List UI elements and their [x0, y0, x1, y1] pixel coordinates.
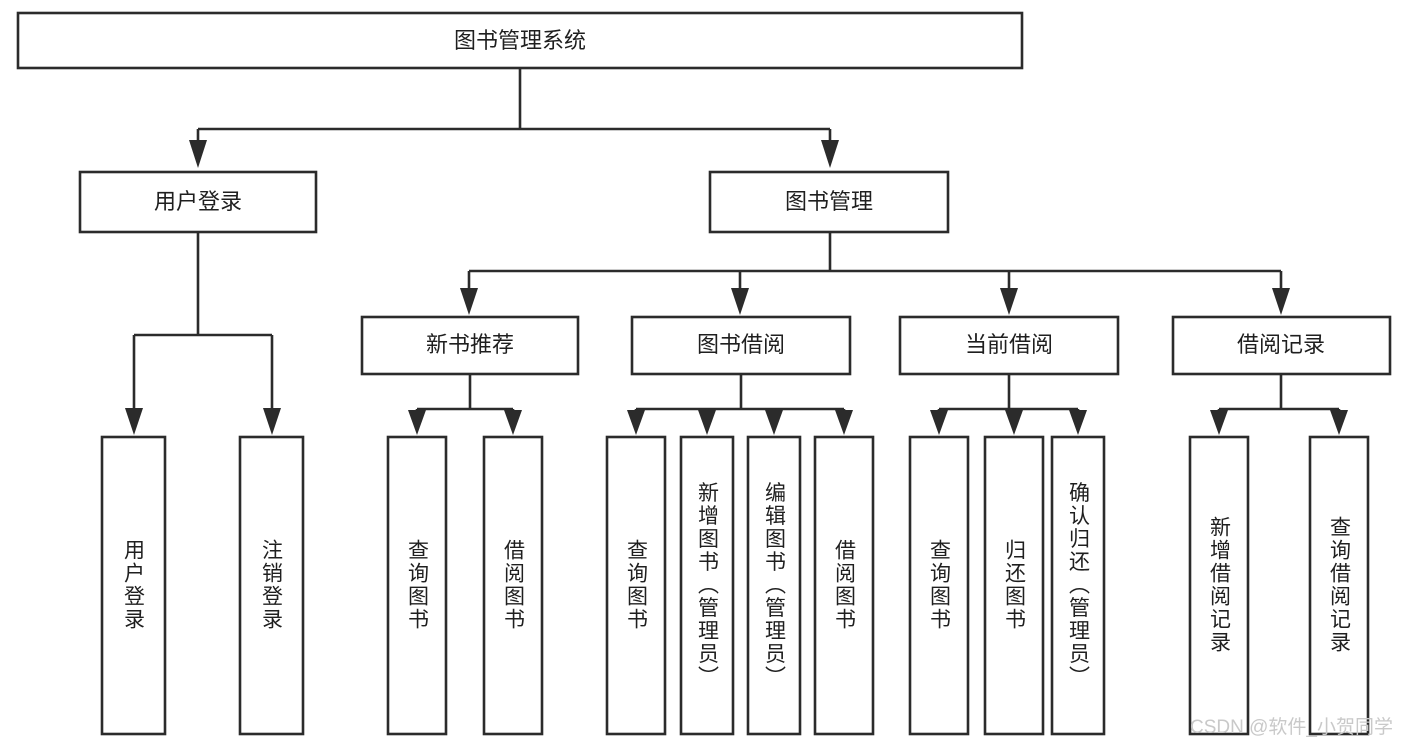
leaf-query-book-current-label: 查询图书	[928, 539, 952, 631]
leaf-edit-book-box[interactable]	[746, 435, 802, 736]
connector-layer	[125, 68, 1348, 435]
arrow-head-leaf-add-record	[1210, 410, 1228, 435]
arrow-head-leaf-borrow-book-brw	[835, 410, 853, 435]
leaf-return-book-label: 归还图书	[1003, 539, 1027, 631]
leaf-edit-book[interactable]: 编辑图书（管理员）	[746, 435, 802, 736]
leaf-query-book-borrow-label: 查询图书	[625, 539, 649, 631]
leaf-confirm-return-label: 确认归还（管理员）	[1067, 482, 1091, 689]
leaf-logout-login-label: 注销登录	[260, 539, 284, 631]
leaf-add-borrow-record-label: 新增借阅记录	[1208, 516, 1232, 654]
leaf-query-borrow-record-label: 查询借阅记录	[1328, 516, 1352, 654]
leaf-add-borrow-record-box[interactable]	[1188, 435, 1250, 736]
leaf-borrow-book-borrow[interactable]: 借阅图书	[813, 435, 875, 736]
leaf-query-borrow-record-box[interactable]	[1308, 435, 1370, 736]
leaf-query-book-recommend[interactable]: 查询图书	[386, 435, 448, 736]
arrow-head-currentborrow	[1000, 288, 1018, 315]
leaf-return-book[interactable]: 归还图书	[983, 435, 1045, 736]
node-user-login-label: 用户登录	[154, 189, 242, 214]
arrow-head-leaf-query-book-cur	[930, 410, 948, 435]
node-book-borrow-box[interactable]	[630, 315, 852, 376]
leaf-add-book[interactable]: 新增图书（管理员）	[679, 435, 735, 736]
node-new-book-recommend[interactable]: 新书推荐	[360, 315, 580, 376]
leaf-return-book-box[interactable]	[983, 435, 1045, 736]
arrow-head-leaf-user-login	[125, 408, 143, 435]
arrow-head-newbook	[460, 288, 478, 315]
leaf-logout-login[interactable]: 注销登录	[238, 435, 305, 736]
node-root[interactable]: 图书管理系统	[16, 11, 1024, 70]
node-book-manage-label: 图书管理	[785, 189, 873, 214]
node-current-borrow[interactable]: 当前借阅	[898, 315, 1120, 376]
arrow-head-bookborrow	[731, 288, 749, 315]
leaf-query-book-borrow[interactable]: 查询图书	[605, 435, 667, 736]
leaf-query-book-recommend-label: 查询图书	[406, 539, 430, 631]
node-borrow-record-label: 借阅记录	[1237, 332, 1325, 357]
node-book-borrow-label: 图书借阅	[697, 332, 785, 357]
arrow-head-leaf-return-book	[1005, 410, 1023, 435]
arrow-head-userlogin	[189, 140, 207, 168]
arrow-head-leaf-logout-login	[263, 408, 281, 435]
leaf-borrow-book-recommend-label: 借阅图书	[502, 539, 526, 631]
arrow-head-leaf-add-book	[698, 410, 716, 435]
leaf-borrow-book-borrow-label: 借阅图书	[833, 539, 857, 631]
arrow-head-leaf-query-book-brw	[627, 410, 645, 435]
leaf-query-borrow-record[interactable]: 查询借阅记录	[1308, 435, 1370, 736]
node-new-book-recommend-box[interactable]	[360, 315, 580, 376]
leaf-add-book-label: 新增图书（管理员）	[696, 482, 720, 689]
leaf-user-login-box[interactable]	[100, 435, 167, 736]
arrow-head-leaf-borrow-book-rec	[504, 410, 522, 435]
node-book-manage[interactable]: 图书管理	[708, 170, 950, 234]
leaf-query-book-current[interactable]: 查询图书	[908, 435, 970, 736]
node-current-borrow-box[interactable]	[898, 315, 1120, 376]
arrow-head-leaf-edit-book	[765, 410, 783, 435]
node-borrow-record-box[interactable]	[1171, 315, 1392, 376]
arrow-head-leaf-confirm-return	[1069, 410, 1087, 435]
leaf-query-book-current-box[interactable]	[908, 435, 970, 736]
leaf-user-login-label: 用户登录	[122, 539, 146, 631]
node-root-label: 图书管理系统	[454, 28, 586, 53]
node-root-box[interactable]	[16, 11, 1024, 70]
arrow-head-leaf-query-book-rec	[408, 410, 426, 435]
arrow-head-leaf-query-record	[1330, 410, 1348, 435]
leaf-edit-book-label: 编辑图书（管理员）	[763, 482, 787, 689]
node-new-book-recommend-label: 新书推荐	[426, 332, 514, 357]
leaf-confirm-return-box[interactable]	[1050, 435, 1106, 736]
node-user-login-box[interactable]	[78, 170, 318, 234]
leaf-logout-login-box[interactable]	[238, 435, 305, 736]
node-book-borrow[interactable]: 图书借阅	[630, 315, 852, 376]
leaf-add-borrow-record[interactable]: 新增借阅记录	[1188, 435, 1250, 736]
leaf-add-book-box[interactable]	[679, 435, 735, 736]
csdn-watermark: CSDN @软件_小贺同学	[1190, 716, 1393, 738]
leaf-user-login[interactable]: 用户登录	[100, 435, 167, 736]
arrow-head-borrowrecord	[1272, 288, 1290, 315]
leaf-borrow-book-recommend-box[interactable]	[482, 435, 544, 736]
node-current-borrow-label: 当前借阅	[965, 332, 1053, 357]
leaf-borrow-book-recommend[interactable]: 借阅图书	[482, 435, 544, 736]
node-book-manage-box[interactable]	[708, 170, 950, 234]
leaf-confirm-return[interactable]: 确认归还（管理员）	[1050, 435, 1106, 736]
arrow-head-bookmanage	[821, 140, 839, 168]
leaf-borrow-book-borrow-box[interactable]	[813, 435, 875, 736]
leaf-query-book-recommend-box[interactable]	[386, 435, 448, 736]
leaf-query-book-borrow-box[interactable]	[605, 435, 667, 736]
node-user-login[interactable]: 用户登录	[78, 170, 318, 234]
node-borrow-record[interactable]: 借阅记录	[1171, 315, 1392, 376]
